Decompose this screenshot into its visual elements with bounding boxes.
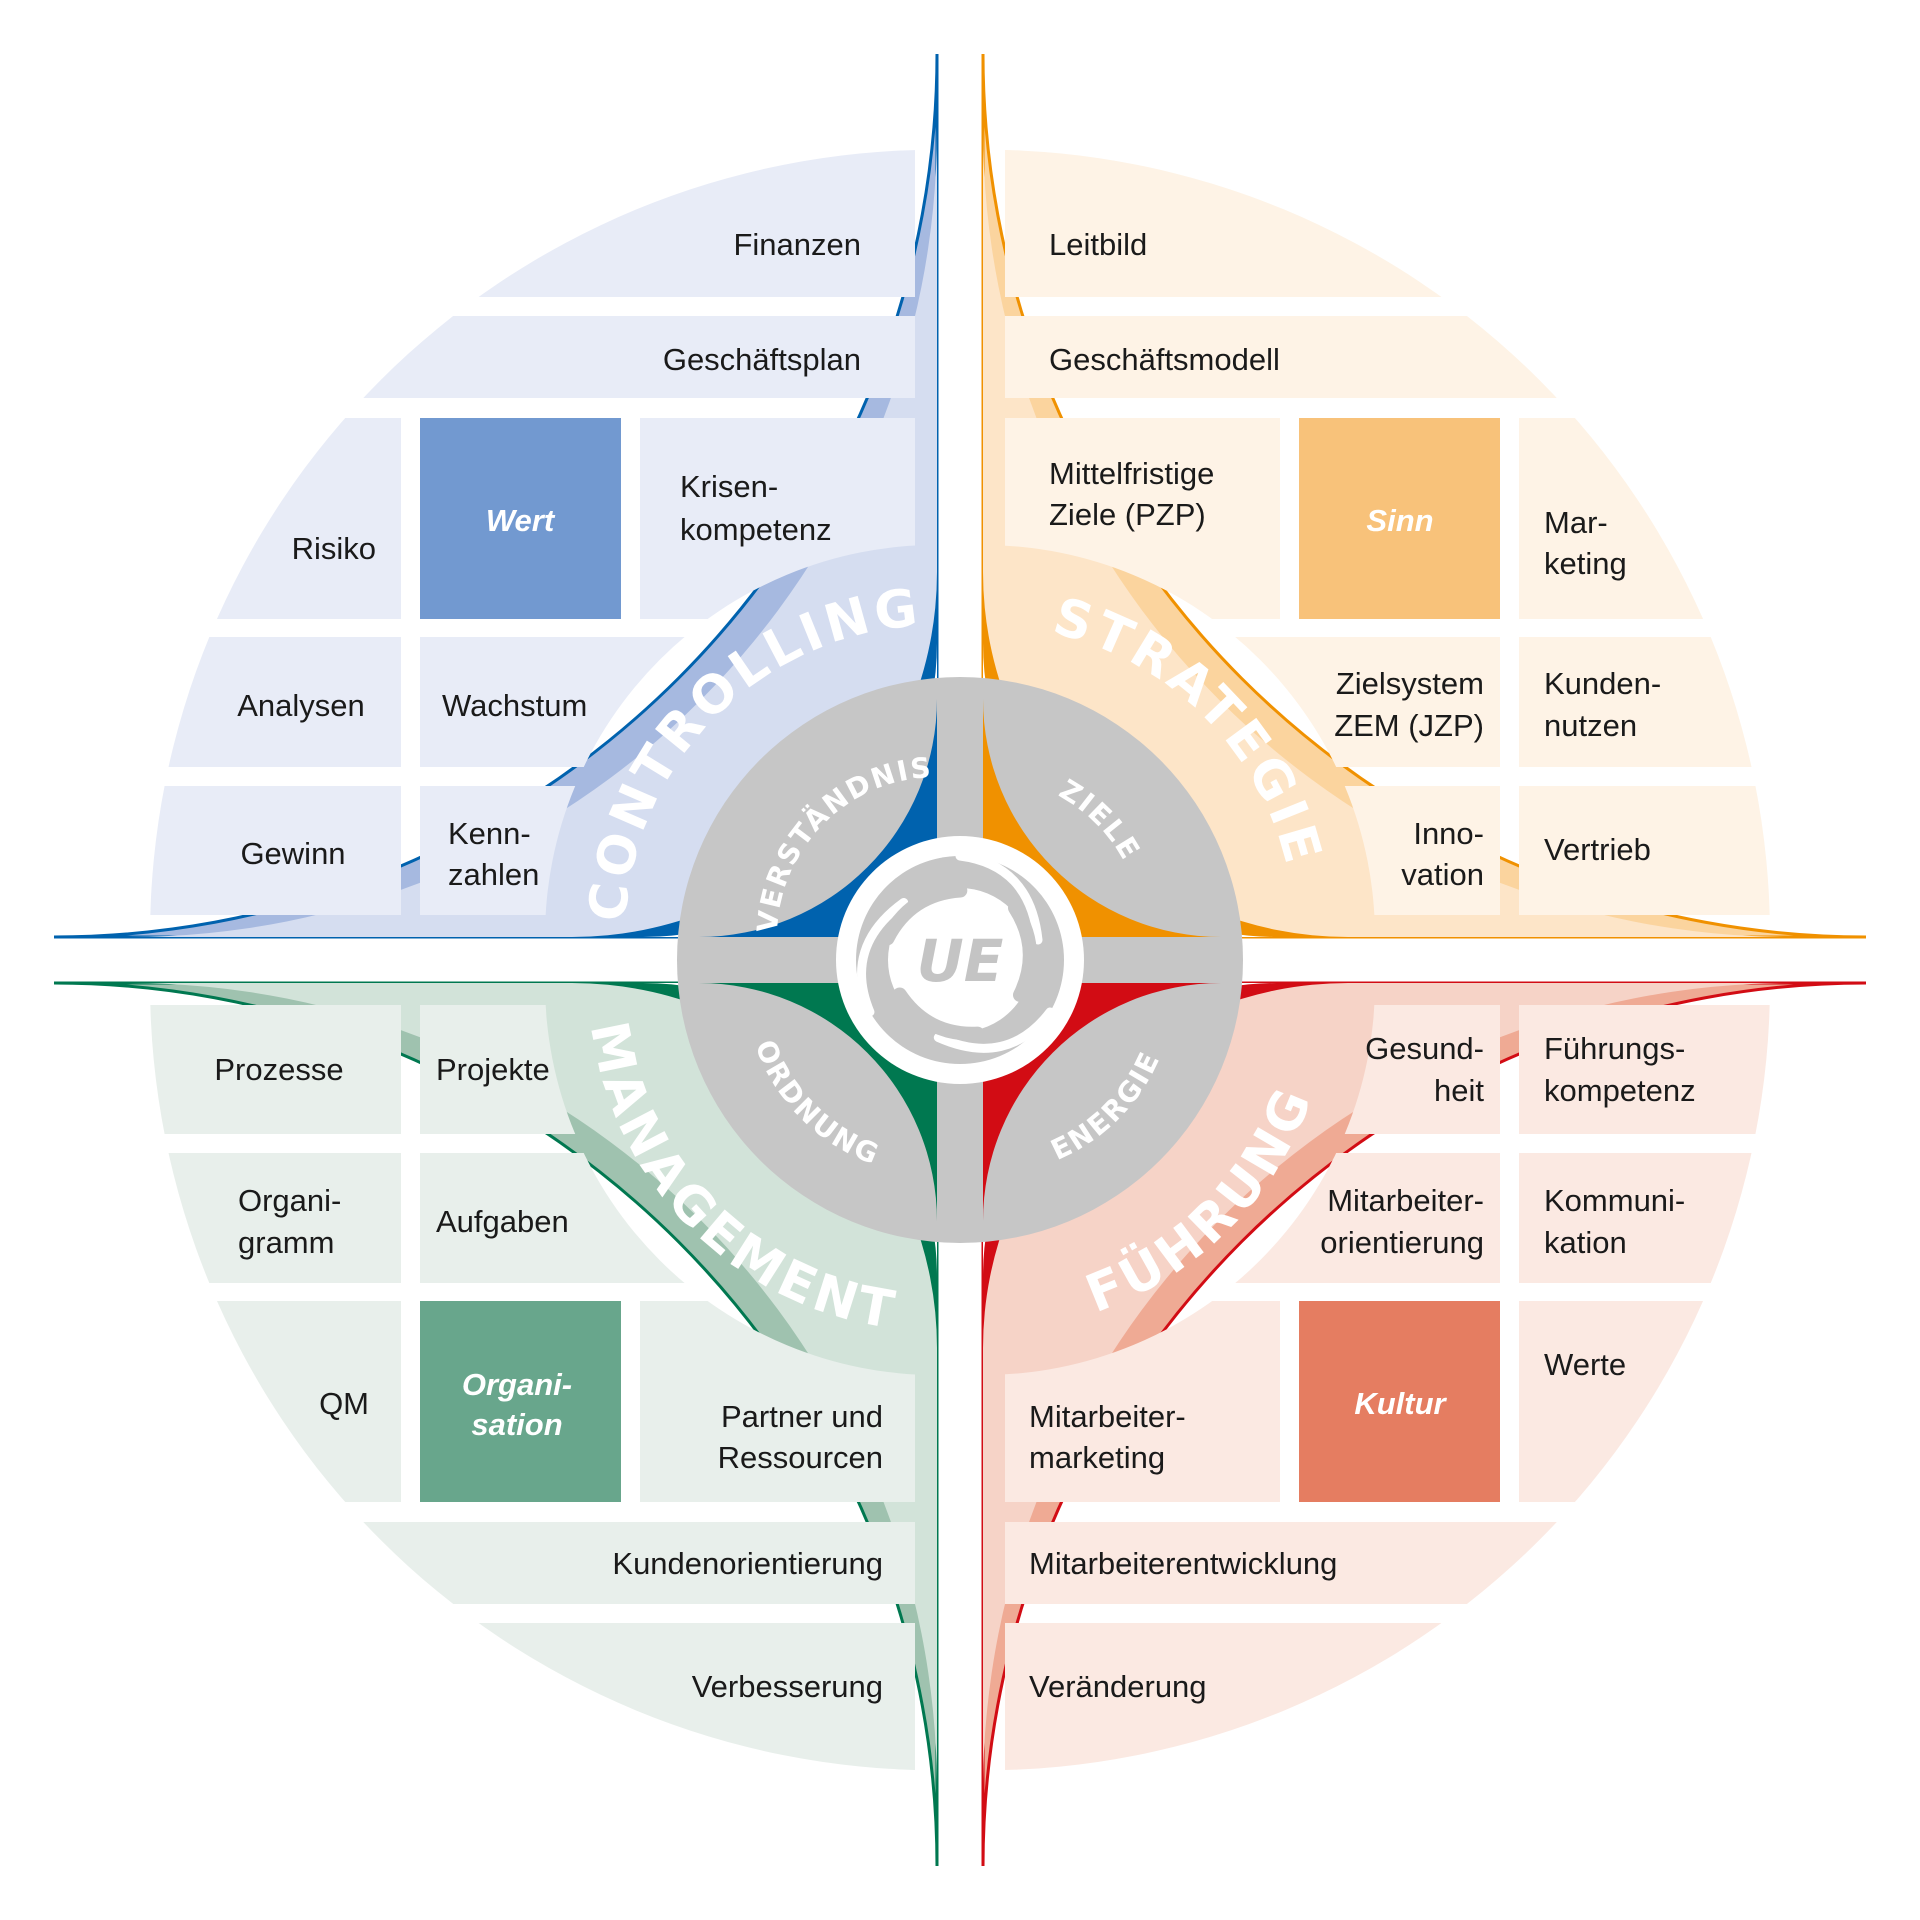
cell-geschaeftsplan: Geschäftsplan <box>663 342 861 377</box>
cell-kennzahlen: Kenn-zahlen <box>448 816 539 892</box>
cell-analysen: Analysen <box>237 688 365 723</box>
highlight-box <box>420 1301 621 1502</box>
highlight-organisation: Organi-sation <box>462 1367 572 1442</box>
cell-gewinn: Gewinn <box>240 836 345 871</box>
cell-krisenkompetenz: Krisen-kompetenz <box>680 469 832 547</box>
cell-innovation: Inno-vation <box>1401 816 1484 892</box>
cell-box <box>1519 1005 1771 1134</box>
cell-prozesse: Prozesse <box>214 1052 343 1087</box>
inner-layer <box>983 983 1791 1791</box>
cell-verbesserung: Verbesserung <box>692 1669 883 1704</box>
cell-organigramm: Organi-gramm <box>238 1183 341 1260</box>
highlight-wert: Wert <box>486 503 556 538</box>
logo-swirl-icon <box>856 851 1064 1064</box>
cell-kundennutzen: Kunden-nutzen <box>1544 666 1661 743</box>
cell-box <box>1519 637 1771 767</box>
cell-mitarbeitermarketing: Mitarbeiter-marketing <box>1029 1399 1186 1475</box>
cell-projekte: Projekte <box>436 1052 550 1087</box>
highlight-box <box>1299 418 1500 619</box>
cell-mitarbeiterorientierung: Mitarbeiter-orientierung <box>1320 1183 1484 1260</box>
cell-vertrieb: Vertrieb <box>1544 832 1651 867</box>
cell-kundenorientierung: Kundenorientierung <box>612 1546 883 1581</box>
cell-box <box>1519 786 1771 915</box>
cell-aufgaben: Aufgaben <box>436 1204 569 1239</box>
highlight-box <box>420 418 621 619</box>
cell-veraenderung: Veränderung <box>1029 1669 1207 1704</box>
cell-wachstum: Wachstum <box>442 688 587 723</box>
cell-finanzen: Finanzen <box>733 227 861 262</box>
cell-gesundheit: Gesund-heit <box>1365 1031 1484 1108</box>
cell-werte: Werte <box>1544 1347 1626 1382</box>
highlight-box <box>1299 1301 1500 1502</box>
highlight-sinn: Sinn <box>1366 503 1433 538</box>
cell-risiko: Risiko <box>292 531 376 566</box>
inner-layer <box>129 983 937 1791</box>
cell-box <box>149 1005 401 1134</box>
cell-box <box>1519 1153 1771 1283</box>
cell-leitbild: Leitbild <box>1049 227 1147 262</box>
cell-mitarbeiterentwicklung: Mitarbeiterentwicklung <box>1029 1546 1337 1581</box>
logo-ue: UE <box>917 927 1004 995</box>
cell-kommunikation: Kommuni-kation <box>1544 1183 1685 1260</box>
inner-layer <box>129 129 937 937</box>
cell-qm: QM <box>319 1386 369 1421</box>
cell-box <box>149 786 401 915</box>
cell-fuehrungskompetenz: Führungs-kompetenz <box>1544 1031 1696 1108</box>
cell-box <box>149 1153 401 1283</box>
highlight-kultur: Kultur <box>1354 1386 1447 1421</box>
inner-layer <box>983 129 1791 937</box>
wheel-shapes <box>53 53 1867 1867</box>
cell-geschaeftsmodell: Geschäftsmodell <box>1049 342 1280 377</box>
cell-marketing: Mar-keting <box>1544 505 1627 581</box>
